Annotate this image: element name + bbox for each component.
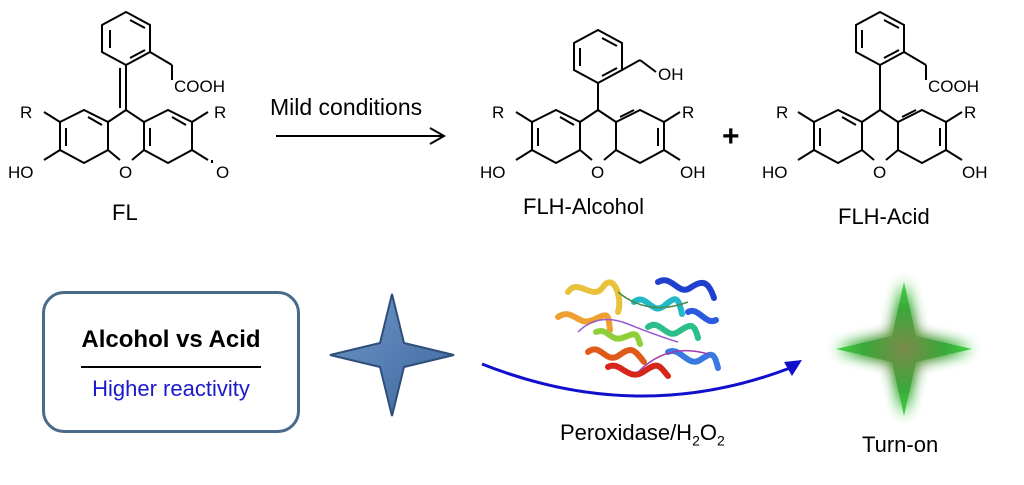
alcohol-r-right-label: R: [682, 103, 694, 122]
acid-oh-label: OH: [962, 163, 988, 182]
comparison-subtitle: Higher reactivity: [92, 376, 250, 401]
compound-flh-alcohol: OH R R HO O OH: [480, 28, 706, 182]
comparison-title: Alcohol vs Acid: [81, 326, 261, 353]
fl-cooh-label: COOH: [174, 77, 225, 96]
turn-on-label: Turn-on: [862, 432, 939, 457]
alcohol-oh-label: OH: [658, 65, 684, 84]
reaction-arrow: [276, 127, 447, 145]
fl-r-left-label: R: [20, 103, 32, 122]
alcohol-ho-label: HO: [480, 163, 506, 182]
fl-ring-o-label: O: [119, 163, 132, 182]
enzyme-label: Peroxidase/H2O2: [560, 420, 725, 448]
comparison-box: Alcohol vs Acid Higher reactivity: [42, 291, 300, 433]
condition-label: Mild conditions: [270, 94, 423, 120]
reaction-scheme: COOH R R HO O O: [8, 10, 988, 182]
acid-ho-label: HO: [762, 163, 788, 182]
acid-r-right-label: R: [964, 103, 976, 122]
fl-r-right-label: R: [214, 103, 226, 122]
enzyme-sub-1: 2: [692, 432, 700, 449]
four-point-star-icon: [329, 293, 455, 417]
plus-sign: +: [722, 120, 740, 153]
enzyme-label-text: Peroxidase/H: [560, 420, 693, 445]
acid-cooh-label: COOH: [928, 77, 979, 96]
compound-name-fl: FL: [112, 200, 138, 225]
enzyme-o-text: O: [699, 420, 717, 445]
compound-name-flh-alcohol: FLH-Alcohol: [523, 194, 645, 219]
compound-fl: COOH R R HO O O: [8, 10, 229, 182]
fl-keto-o-label: O: [216, 163, 229, 182]
enzyme-sub-2: 2: [717, 432, 725, 449]
glowing-star-icon: [836, 282, 972, 416]
acid-ring-o-label: O: [873, 163, 886, 182]
protein-structure-icon: [555, 277, 721, 379]
acid-r-left-label: R: [776, 103, 788, 122]
alcohol-ring-o-label: O: [591, 163, 604, 182]
alcohol-r-left-label: R: [492, 103, 504, 122]
compound-name-flh-acid: FLH-Acid: [838, 204, 930, 229]
turn-on-arrow: [481, 360, 802, 398]
fl-ho-label: HO: [8, 163, 34, 182]
comparison-divider: [81, 366, 261, 368]
alcohol-oh2-label: OH: [680, 163, 706, 182]
compound-flh-acid: COOH R R HO O OH: [762, 10, 988, 182]
